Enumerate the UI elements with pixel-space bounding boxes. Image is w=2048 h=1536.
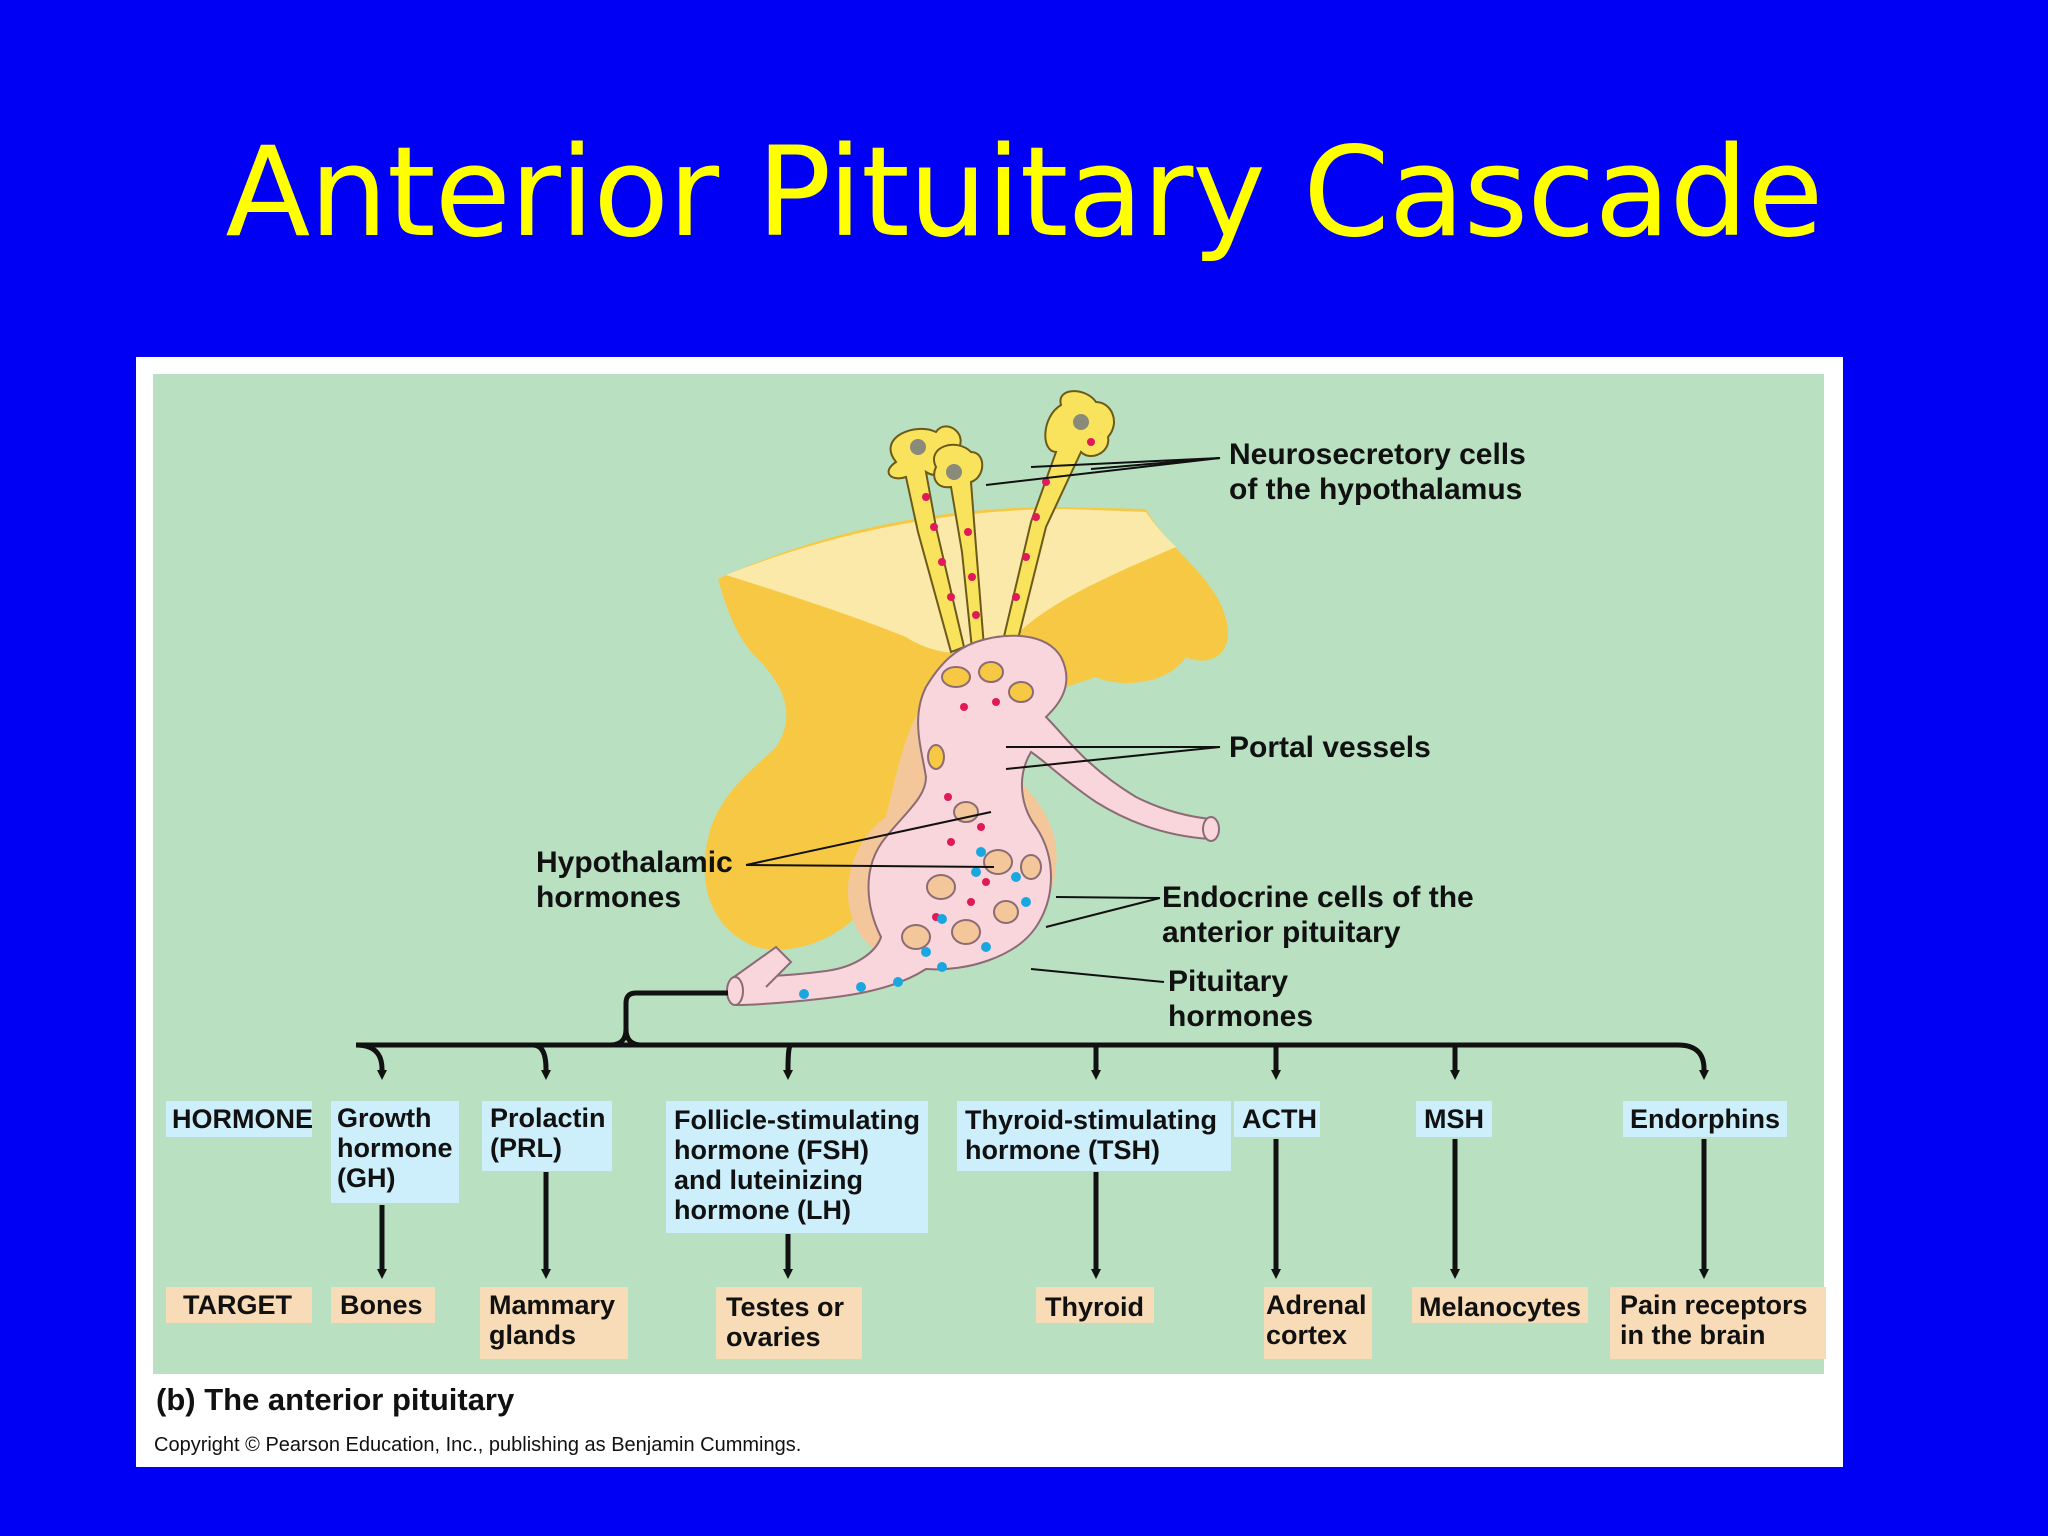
hormone-label-line: Growth [337,1103,432,1133]
callout-line: hormones [536,881,681,914]
row-label-hormone-box [166,1101,312,1137]
target-label-line: Pain receptors [1620,1290,1808,1320]
target-testes-ovaries: Testes or ovaries [716,1287,862,1359]
target-label-line: ovaries [726,1322,821,1352]
callout-line: Pituitary [1168,965,1288,998]
hormone-label-line: (PRL) [490,1133,562,1163]
hormone-endorphins: Endorphins [1623,1101,1787,1137]
hormone-label-line: ACTH [1242,1104,1317,1134]
target-melanocytes: Melanocytes [1412,1287,1588,1323]
callout-line: Neurosecretory cells [1229,438,1526,471]
hormone-distribution-tree [355,990,1709,1080]
target-bones: Bones [331,1287,435,1323]
callout-endocrine-cells: Endocrine cells of the anterior pituitar… [1162,881,1474,949]
pituitary-diagram: Neurosecretory cells of the hypothalamus… [153,374,1826,1456]
hormone-label-line: hormone (TSH) [965,1135,1160,1165]
target-label-line: Testes or [726,1292,845,1322]
target-label-line: Melanocytes [1419,1292,1581,1322]
target-label-line: Adrenal [1266,1290,1367,1320]
hormone-label-line: Endorphins [1630,1104,1780,1134]
neurosecretory-cells [887,390,1115,654]
hormone-label-line: and luteinizing [674,1165,863,1195]
hormone-fsh-lh: Follicle-stimulating hormone (FSH) and l… [666,1101,928,1233]
hormone-acth: ACTH [1234,1101,1320,1137]
hormone-label-line: Thyroid-stimulating [965,1105,1217,1135]
hormone-msh: MSH [1416,1101,1492,1137]
callout-line: Portal vessels [1229,731,1431,764]
callout-line: Hypothalamic [536,846,733,879]
target-label-line: in the brain [1620,1320,1766,1350]
row-label-target: TARGET [183,1290,292,1320]
target-label-line: glands [489,1320,576,1350]
target-label-line: Mammary [489,1290,615,1320]
target-pain-receptors: Pain receptors in the brain [1610,1287,1826,1359]
hormone-label-line: hormone (FSH) [674,1135,869,1165]
callout-line: hormones [1168,1000,1313,1033]
target-adrenal-cortex: Adrenal cortex [1264,1287,1372,1359]
target-label-line: Thyroid [1045,1292,1144,1322]
row-label-hormone: HORMONE [172,1104,313,1134]
callout-line: of the hypothalamus [1229,473,1522,506]
callout-neurosecretory-cells: Neurosecretory cells of the hypothalamus [1229,438,1526,506]
callout-portal-vessels: Portal vessels [1229,731,1431,764]
hormone-label-line: MSH [1424,1104,1484,1134]
figure-caption: (b) The anterior pituitary [156,1382,515,1417]
hormone-label-line: hormone (LH) [674,1195,851,1225]
figure-frame: Neurosecretory cells of the hypothalamus… [136,357,1843,1467]
hormone-label-line: (GH) [337,1163,395,1193]
target-label-line: Bones [340,1290,423,1320]
target-label-line: cortex [1266,1320,1347,1350]
hormone-label-line: hormone [337,1133,453,1163]
hormone-growth-hormone: Growth hormone (GH) [331,1101,459,1203]
copyright-notice: Copyright © Pearson Education, Inc., pub… [154,1434,801,1456]
callout-line: Endocrine cells of the [1162,881,1474,914]
row-label-target-box [166,1287,312,1323]
portal-vessels [726,634,1220,1007]
hormone-target-arrows [377,1139,1709,1279]
callout-hypothalamic-hormones: Hypothalamic hormones [536,846,733,914]
slide-title: Anterior Pituitary Cascade [225,121,1824,265]
target-thyroid: Thyroid [1036,1287,1154,1323]
callout-line: anterior pituitary [1162,916,1401,949]
hormone-label-line: Follicle-stimulating [674,1105,920,1135]
hormone-prolactin: Prolactin (PRL) [482,1101,612,1171]
hormone-label-line: Prolactin [490,1103,606,1133]
leader-lines [745,457,1221,983]
callout-pituitary-hormones: Pituitary hormones [1168,965,1313,1033]
target-mammary-glands: Mammary glands [480,1287,628,1359]
hormone-tsh: Thyroid-stimulating hormone (TSH) [957,1101,1231,1171]
